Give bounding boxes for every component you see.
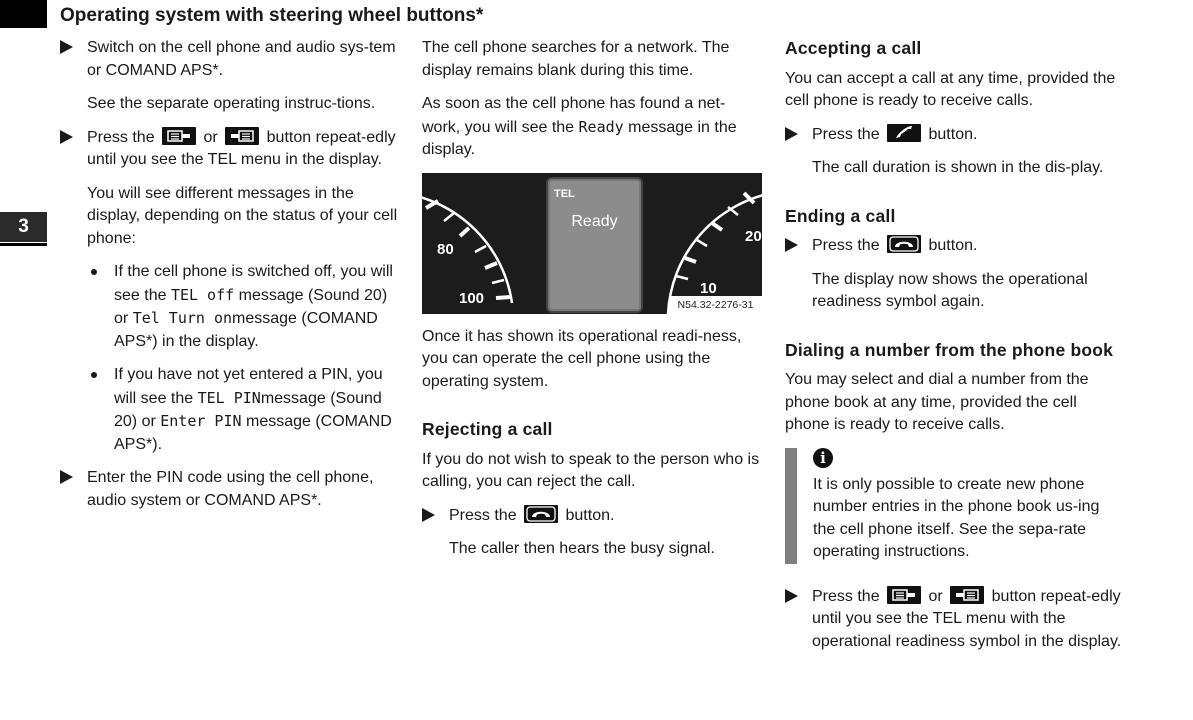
- bullet-dot-icon: [91, 269, 97, 275]
- triangle-right-icon: [60, 40, 73, 54]
- step-switch-on: Switch on the cell phone and audio sys-t…: [60, 37, 403, 82]
- messages-intro: You will see different messages in the d…: [87, 184, 398, 247]
- step-text-or: or: [203, 128, 218, 146]
- multifunction-display: TEL Ready: [546, 176, 643, 313]
- section-heading-rejecting: Rejecting a call: [422, 419, 553, 439]
- step-note: See the separate operating instruc-tions…: [87, 95, 376, 112]
- info-bar: [785, 447, 797, 564]
- end-result: The display now shows the operational re…: [812, 270, 1088, 311]
- menu-forward-icon: [162, 126, 197, 145]
- gauge-number: 100: [459, 289, 485, 307]
- triangle-right-icon: [422, 507, 435, 522]
- step-text: button.: [928, 237, 978, 254]
- reject-result: The caller then hears the busy signal.: [449, 540, 715, 557]
- accepting-text: You can accept a call at any time, provi…: [785, 69, 1116, 110]
- menu-back-icon: [950, 585, 985, 604]
- page-title: Operating system with steering wheel but…: [60, 5, 484, 26]
- phone-end-icon: [524, 504, 559, 523]
- network-search-text: The cell phone searches for a network. T…: [422, 39, 730, 79]
- header-bar: [0, 0, 47, 28]
- phone-end-icon: [887, 235, 922, 253]
- triangle-right-icon: [60, 470, 73, 484]
- column-3: Accepting a call You can accept a call a…: [785, 37, 1125, 664]
- list-item: If you have not yet entered a PIN, you w…: [60, 364, 403, 456]
- display-message-code: TEL off: [170, 285, 235, 304]
- step-text: Press the: [449, 506, 517, 524]
- step-text: Enter the PIN code using the cell phone,…: [87, 469, 374, 509]
- column-1: Switch on the cell phone and audio sys-t…: [60, 37, 403, 523]
- menu-forward-icon: [887, 585, 922, 604]
- phone-accept-icon: [887, 123, 922, 142]
- bullet-text: message (Sound 20) or: [114, 286, 388, 328]
- readiness-text: Once it has shown its operational readi-…: [422, 327, 742, 390]
- triangle-right-icon: [60, 129, 73, 144]
- step-text-or: or: [928, 587, 943, 605]
- info-note: i It is only possible to create new phon…: [785, 447, 1125, 564]
- triangle-right-icon: [785, 588, 798, 603]
- section-heading-dialing: Dialing a number from the phone book: [785, 339, 1114, 360]
- display-tel-label: TEL: [554, 187, 575, 200]
- dialing-text: You may select and dial a number from th…: [785, 371, 1089, 433]
- menu-back-icon: [225, 126, 260, 145]
- chapter-tab: 3: [0, 212, 47, 246]
- step-text: button.: [565, 506, 615, 524]
- instrument-cluster-figure: 80 100 20 10 TEL Ready N54.32-2276-31: [422, 172, 762, 314]
- step-enter-pin: Enter the PIN code using the cell phone,…: [60, 467, 403, 512]
- info-icon: i: [813, 447, 833, 468]
- column-2: The cell phone searches for a network. T…: [422, 37, 762, 572]
- step-text: Press the: [87, 128, 155, 146]
- step-text: Press the: [812, 125, 880, 143]
- display-message-code: Ready: [578, 117, 624, 136]
- step-press-menu: Press the or button repeat-edly until yo…: [60, 126, 403, 172]
- step-reject: Press the button.: [422, 504, 762, 528]
- gauge-dials: [422, 191, 762, 314]
- display-ready-text: Ready: [571, 212, 618, 230]
- step-end: Press the button.: [785, 235, 1125, 258]
- section-heading-ending: Ending a call: [785, 205, 896, 226]
- paragraph-text: As soon as the cell phone has found a ne…: [422, 95, 726, 136]
- gauge-number: 20: [745, 227, 762, 245]
- triangle-right-icon: [785, 238, 798, 252]
- network-found-text: As soon as the cell phone has found a ne…: [422, 93, 762, 162]
- step-text: Press the: [812, 237, 880, 254]
- section-heading-accepting: Accepting a call: [785, 38, 922, 58]
- list-item: If the cell phone is switched off, you w…: [60, 261, 403, 353]
- info-text: It is only possible to create new phone …: [813, 475, 1100, 561]
- bullet-text: message (COMAND APS*) in the display.: [114, 310, 378, 350]
- display-message-code: Enter PIN: [160, 412, 242, 430]
- bullet-text: message (Sound 20) or: [114, 389, 382, 431]
- step-press-menu-readiness: Press the or button repeat-edly until yo…: [785, 585, 1125, 654]
- step-text: button.: [928, 125, 978, 143]
- gauge-number: 80: [437, 240, 454, 258]
- display-message-code: TEL PIN: [197, 388, 261, 407]
- step-accept: Press the button.: [785, 123, 1125, 147]
- step-text: button repeat-edly until you see the TEL…: [87, 128, 396, 169]
- accept-result: The call duration is shown in the dis-pl…: [812, 159, 1104, 176]
- step-text: Press the: [812, 587, 880, 605]
- figure-id: N54.32-2276-31: [669, 295, 762, 314]
- bullet-dot-icon: [91, 372, 97, 378]
- bullet-text: If you have not yet entered a PIN, you w…: [114, 366, 383, 407]
- triangle-right-icon: [785, 126, 798, 141]
- step-text: Switch on the cell phone and audio sys-t…: [87, 39, 396, 79]
- gauge-number: 10: [700, 279, 717, 297]
- bullet-text: message (COMAND APS*).: [114, 413, 392, 453]
- display-message-code: Tel Turn on: [132, 309, 233, 327]
- paragraph-text: message in the display.: [422, 118, 737, 159]
- step-text: button repeat-edly until you see the TEL…: [812, 587, 1122, 650]
- bullet-text: If the cell phone is switched off, you w…: [114, 263, 393, 304]
- rejecting-text: If you do not wish to speak to the perso…: [422, 450, 760, 491]
